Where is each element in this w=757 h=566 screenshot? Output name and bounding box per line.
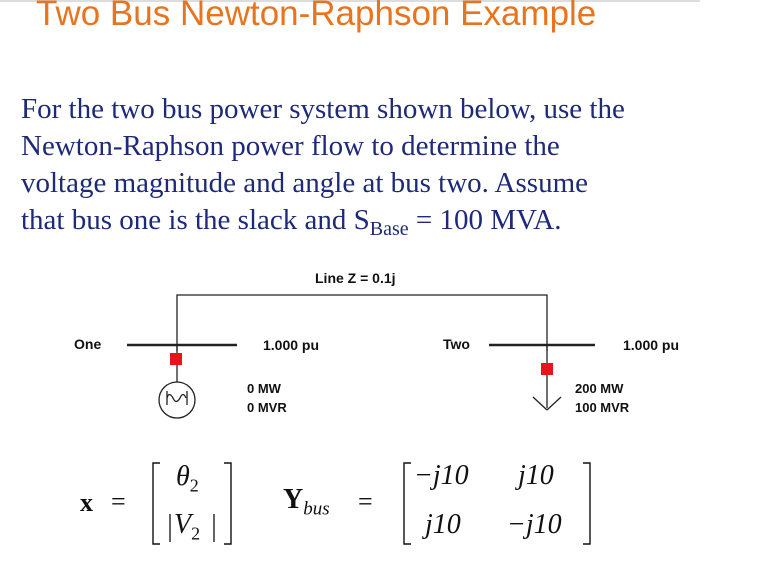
bus-one-breaker[interactable] [170,353,182,365]
ybus-right-bracket [583,462,591,545]
x-vector-left-bracket [152,462,160,545]
x-equals: = [111,487,126,516]
theta-letter: θ [176,461,190,492]
statement-line-3: voltage magnitude and angle at bus two. … [21,167,589,199]
x-symbol: x [80,488,93,517]
line-impedance-label: Line Z = 0.1j [315,270,396,286]
s-base-subscript: Base [369,218,409,240]
load-arrow-icon [532,396,562,411]
ybus-symbol: Ybus [283,484,330,521]
v-magnitude-symbol: V2 [174,509,200,545]
statement-line-1: For the two bus power system shown below… [21,93,625,125]
ybus-cell-22: −j10 [507,509,562,540]
ybus-cell-11: −j10 [414,460,469,491]
statement-line-4-pre: that bus one is the slack and S [21,204,370,236]
bus-one-name: One [74,336,102,352]
title-underline [0,0,700,2]
generator-icon [158,381,196,419]
ybus-subscript: bus [303,498,330,520]
statement-line-4: that bus one is the slack and SBase = 10… [21,202,721,239]
load-mw: 200 MW [575,381,624,396]
transmission-line [176,294,548,351]
bus-one-voltage: 1.000 pu [263,337,320,353]
statement-line-2: Newton-Raphson power flow to determine t… [21,130,560,162]
problem-statement: For the two bus power system shown below… [21,91,721,239]
ybus-cell-12: j10 [518,460,554,491]
theta-symbol: θ2 [176,461,199,497]
ybus-left-bracket [403,462,411,545]
ybus-cell-21: j10 [425,509,461,540]
bus-two-breaker[interactable] [541,363,553,375]
statement-line-4-post: = 100 MVA. [408,204,562,236]
load-mvr: 100 MVR [575,400,630,415]
v-subscript: 2 [191,523,201,544]
v-letter: V [174,509,192,540]
ybus-letter: Y [283,484,304,515]
theta-subscript: 2 [189,475,199,496]
bus-two-voltage: 1.000 pu [623,337,680,353]
bus-two-name: Two [443,336,470,352]
slide-title: Two Bus Newton-Raphson Example [36,0,597,33]
ybus-equals: = [358,487,373,516]
generator-mvr: 0 MVR [247,400,287,415]
x-vector-right-bracket [224,462,232,545]
generator-mw: 0 MW [247,381,281,396]
